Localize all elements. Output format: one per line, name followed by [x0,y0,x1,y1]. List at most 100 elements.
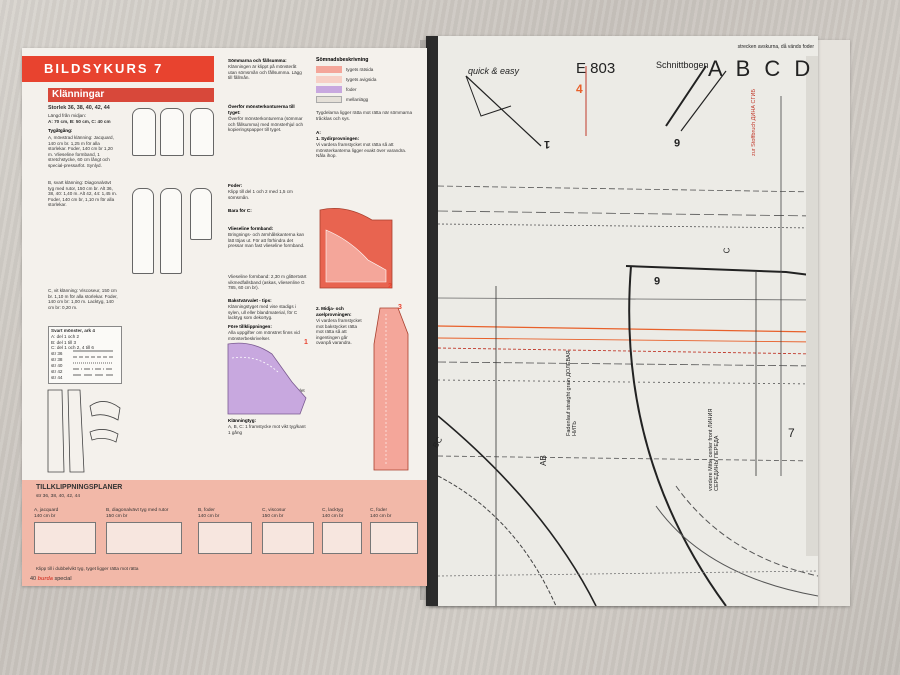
grain-label: Fadenlauf straight grain ДОЛЕВАЯ НИТЬ [566,350,578,436]
cut-plan-c-label: C, viscosur [262,508,286,513]
col2-heading-8: Klänningtyg: [228,418,257,423]
label-seven: 7 [788,426,795,440]
col3-heading-2: A: [316,130,321,135]
dress-sketch-a-back [160,108,184,156]
col3-heading-3: 1. Sydirprovningen: [316,136,360,141]
col2-text-3: Klipp till del 1 och 2 med 1,5 cm sömsmå… [228,189,293,200]
col2-heading-1: Sömmarna och fållsumma: [228,58,287,63]
col2-text-7: Alla uppgifter om mönstret finns vid mön… [228,330,300,341]
col3-text-3: Vi vardera framstycket mot bakstycket rä… [316,318,362,346]
col2-heading-2: Överför mönsterkonturerna till tyget: [228,104,295,115]
page-footer: 40 burda special [30,576,72,582]
cutting-plans-title: TILLKLIPPNINGSPLANER [36,484,123,491]
col2-text-6: Klänningstyget med vise stadigs i sylen,… [228,304,298,321]
fold-label: zur Stoffbruch ДИНА СГИБ [751,88,757,156]
pattern-row-8: str 44 [51,375,63,380]
cut-plan-b: B, diagonalvävt tyg med rutor 150 cm br [106,508,190,560]
fabric-text-c: C, vit klänning: Viscoseur, 150 cm br. 1… [48,288,118,310]
cut-plan-b-lining-width: 140 cm br [198,513,220,519]
pattern-row-7: str 42 [51,369,63,374]
cut-plan-c-lacquer-box [322,522,362,554]
orange-number: 4 [576,82,583,96]
dress-sketch-long-1 [132,188,154,274]
center-front-label: vordere Mitte center front ЛИНИЯ СЕРЕДИН… [708,408,720,491]
pattern-lines [426,36,818,606]
salmon-side-seam-illustration [373,307,409,471]
cut-plan-c-width: 150 cm br [262,513,284,519]
size-letters: A B C D [708,56,815,81]
line-styles [73,350,113,376]
pattern-row-4: str 36 [51,351,63,356]
col2-text-1: Klänningen är klippt på mönsteråt utan s… [228,64,302,81]
quick-easy-label: quick & easy [468,66,520,76]
col3-text-2: Vi vardera framstycket mot rätta så att … [316,142,407,159]
instruction-page: BILDSYKURS 7 Klänningar Storlek 36, 38, … [22,48,427,586]
top-note: strecken avskurna, då vänds foder [737,44,814,50]
pattern-code: E 803 [576,60,616,77]
cut-plan-a-box [34,522,96,554]
lilac-bodice-illustration [227,342,307,415]
cut-plan-a-label: A, jacquard [34,508,59,513]
cut-plan-c-lining-box [370,522,418,554]
cut-plan-c-lining: C, foder 140 cm br [370,508,422,560]
legend-lining [316,86,342,93]
page-number: 40 [30,576,37,582]
col2-text-5: Vlieseline formband: 2,30 m glittertvärt… [228,274,307,291]
cutting-plans-sizes: str 36, 38, 40, 42, 44 [36,494,81,499]
schnittbogen-label: Schnittbogen [656,60,709,70]
salmon-neckline-illustration [319,207,393,289]
pattern-pieces-sketch [47,389,121,473]
cut-plan-c-lining-label: C, foder [370,508,388,513]
piece-number-6b: 6 [654,274,661,286]
cut-plan-b-label: B, diagonalvävt tyg med rutor [106,508,169,513]
legend-label-3: foder [346,87,357,92]
pattern-row-3: C: del 1 och 2, 4 till 6 [51,345,94,350]
legend-right-side [316,66,342,73]
col2-heading-4: Vlieseline formband: [228,226,274,231]
page-header: BILDSYKURS 7 [22,56,214,82]
pattern-row-2: B: del 1 till 3 [51,339,77,345]
black-edge-strip [426,36,438,606]
legend-label-2: tygets avigsida [346,77,377,82]
fabric-heading: Tygåtgång: [48,128,73,133]
cut-plan-c-lining-width: 140 cm br [370,513,392,519]
step-number-1: 1 [304,339,308,346]
cut-plan-c-box [262,522,314,554]
sizes-text: Storlek 36, 38, 40, 42, 44 [48,105,110,111]
col2-heading-5: Bakstvärvalet - tips: [228,298,272,303]
cutting-plans-panel: TILLKLIPPNINGSPLANER str 36, 38, 40, 42,… [22,480,427,586]
label-ab: AB [538,455,548,466]
fabric-text-b: B, svart klänning: Diagonalvävt tyg med … [48,180,117,208]
cutting-note: Klipp till i dubbelvikt tyg, tyget ligge… [36,566,139,571]
page-subheader: Klänningar [48,88,214,102]
col2-list: A, B, C: 1 framstycke mot vikt tyg/kant … [228,424,306,435]
legend-label-4: mellanlägg [346,97,369,102]
cut-plan-b-width: 150 cm br [106,513,128,519]
col3-text-1: Tygdelarna ligger rätta mot rätta när sö… [316,110,413,121]
dress-sketch-a-front [132,108,156,156]
col3-heading-1: Sömnadsbeskrivning [316,57,369,63]
step-number-3: 3 [398,304,402,311]
cut-plan-b-box [106,522,182,554]
col2-text-2: Överför mönsterkonturerna (sömmar och få… [228,116,304,133]
legend-interfacing [316,96,342,103]
brand-suffix: special [54,576,72,582]
piece-number-6a: 6 [674,136,681,148]
pattern-sheet: strecken avskurna, då vänds foder quick … [426,36,818,606]
cut-plan-a-width: 140 cm br [34,513,56,519]
dress-sketch-c-front [190,188,212,240]
dress-sketch-b-front [190,108,214,156]
label-c: C [722,247,732,254]
col2-text-4: Bringnings- och ärmhålskanterna kan lätt… [228,232,305,249]
pattern-row-1: A: del 1 och 2 [51,334,80,339]
length-values: A: 70 cm, B: 50 cm, C: 40 cm [48,119,111,124]
col2-ref: Bara för C: [228,208,252,213]
cut-plan-b-lining: B, foder 140 cm br [198,508,254,560]
col2-heading-6: Före tillklippningen: [228,324,272,329]
length-label: Längd från midjan: [48,113,87,118]
col3-heading-4: 2. Midja- och axelprovningen: [316,306,352,317]
pattern-box-title: Svart mönster, ark 4 [51,328,95,333]
pattern-box: Svart mönster, ark 4 A: del 1 och 2 B: d… [48,326,122,384]
cut-plan-a: A, jacquard 140 cm br [34,508,98,560]
piece-number-1: 1 [544,138,551,150]
